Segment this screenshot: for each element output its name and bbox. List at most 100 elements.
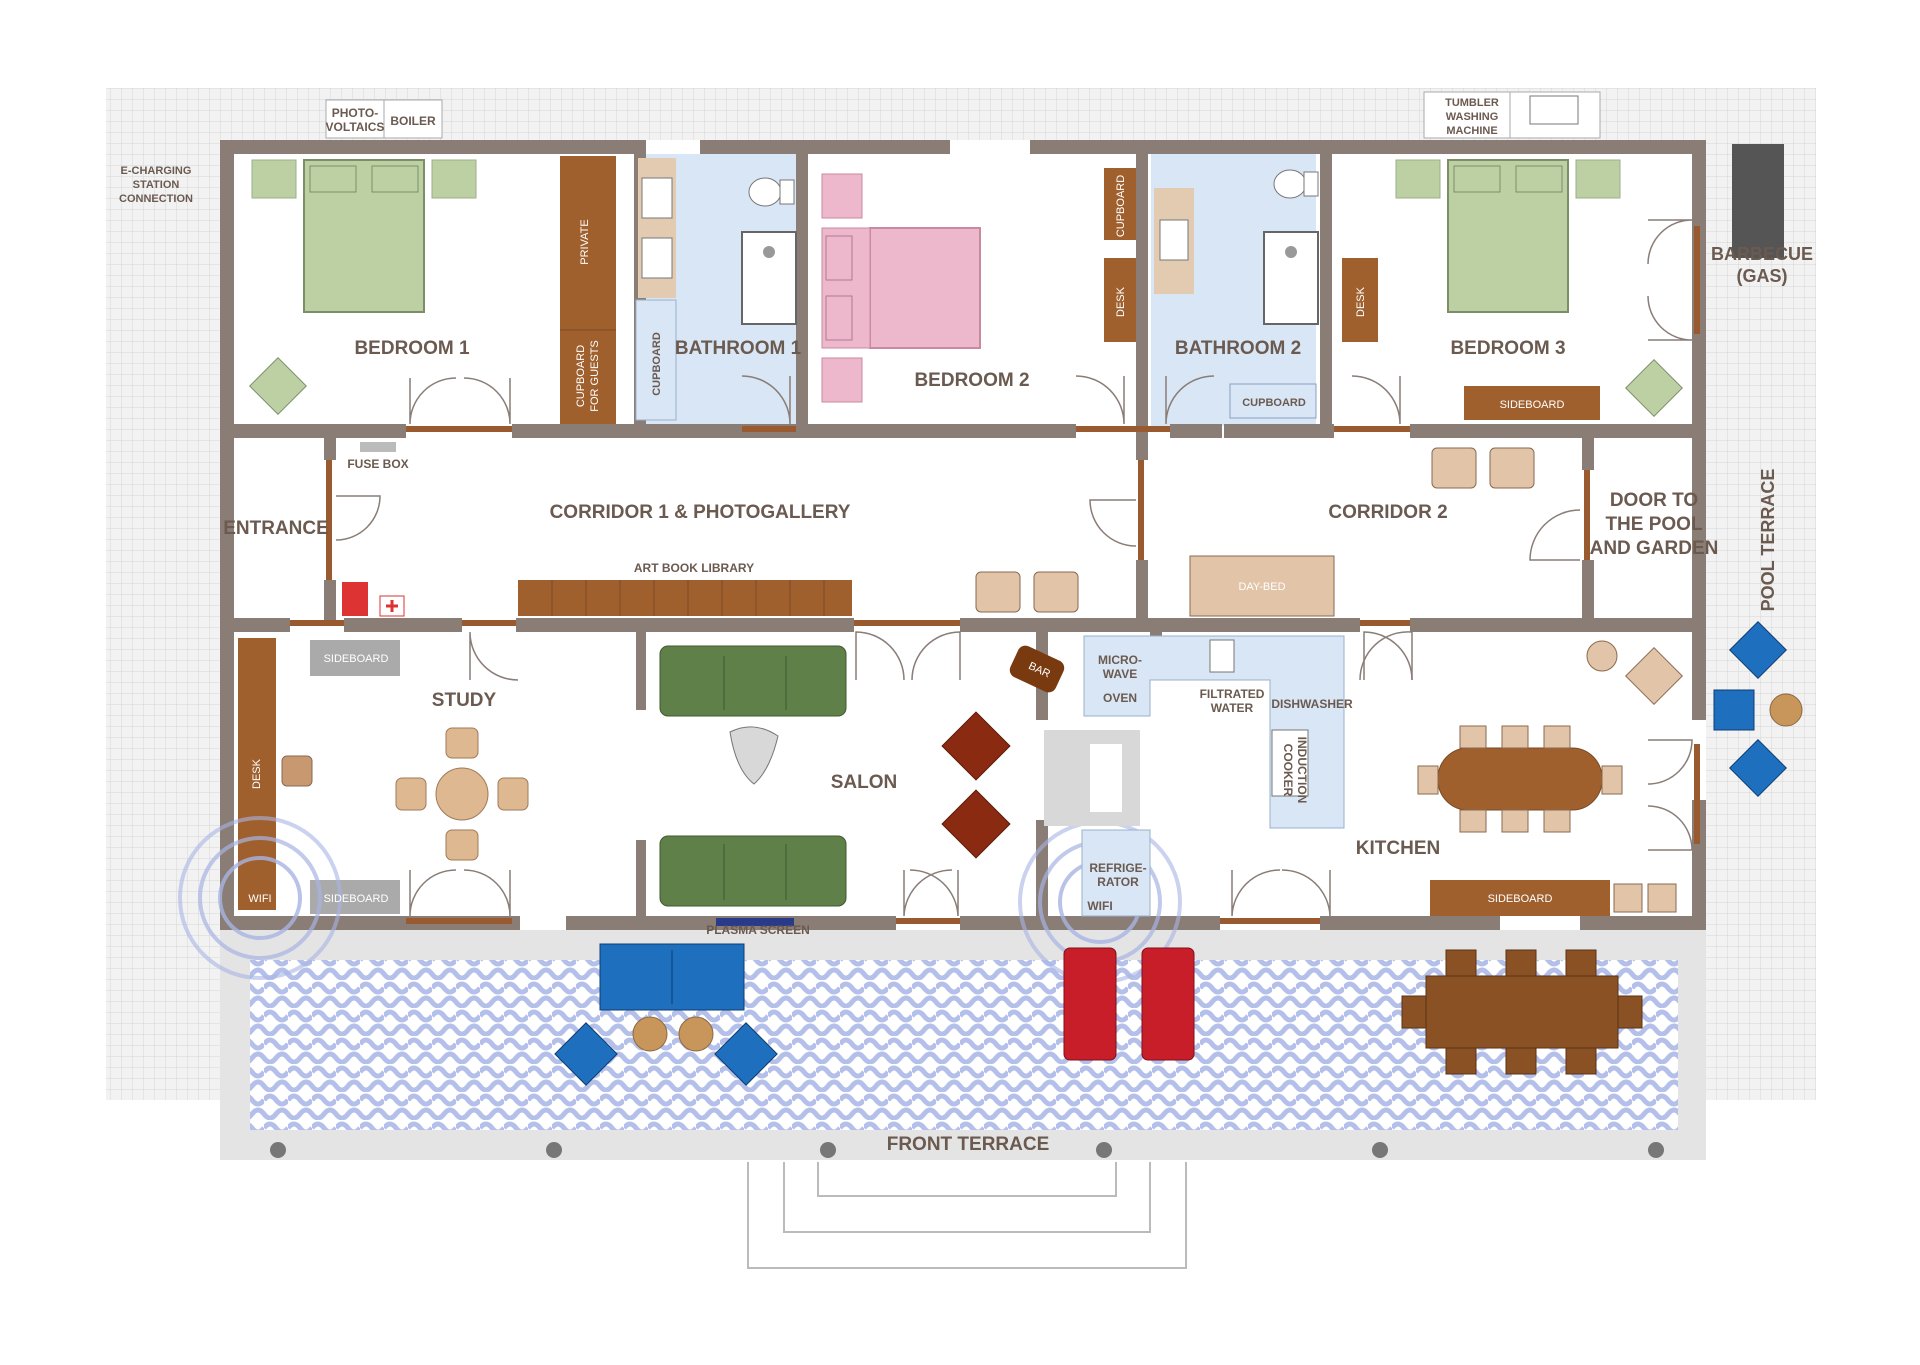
fuse-box-label: FUSE BOX <box>347 457 408 471</box>
sofa <box>659 835 847 907</box>
pillow <box>825 295 853 341</box>
armchair <box>1431 447 1477 489</box>
chair <box>281 755 313 787</box>
door-swings <box>335 219 1693 917</box>
study-label: STUDY <box>432 690 497 711</box>
terrace-side-table <box>678 1016 714 1052</box>
nightstand <box>821 173 863 219</box>
pillow <box>825 235 853 281</box>
pillow <box>1515 165 1563 193</box>
cupboard-guests-label: CUPBOARD <box>575 345 587 407</box>
armchair <box>1489 447 1535 489</box>
photovoltaics-label: PHOTO- <box>332 106 378 120</box>
bedroom2-desk-label: DESK <box>1115 286 1127 317</box>
front-terrace-label: FRONT TERRACE <box>887 1134 1050 1155</box>
tumbler-label: MACHINE <box>1446 125 1497 137</box>
nightstand <box>1395 159 1441 199</box>
bathroom2-cupboard-label: CUPBOARD <box>1242 397 1306 409</box>
bar-counter <box>1009 645 1065 693</box>
pillow <box>1453 165 1501 193</box>
cupboard-guests-label: FOR GUESTS <box>589 340 601 412</box>
kitchen-sink <box>1209 639 1235 673</box>
dishwasher-label: DISHWASHER <box>1271 697 1353 711</box>
refrigerator <box>1081 829 1151 917</box>
oven-label: OVEN <box>1103 691 1137 705</box>
lounger <box>1063 947 1117 1061</box>
study-sideboard-label: SIDEBOARD <box>324 893 389 905</box>
corridor1-label: CORRIDOR 1 & PHOTOGALLERY <box>550 502 851 523</box>
bedroom2-desk <box>1104 258 1136 342</box>
photovoltaics-label: VOLTAICS <box>326 120 385 134</box>
bedroom3-sideboard <box>1464 386 1600 420</box>
day-bed <box>1189 555 1335 617</box>
corridor2-label: CORRIDOR 2 <box>1328 502 1447 523</box>
terrace-dining-table <box>1425 975 1619 1049</box>
armchair <box>249 357 307 415</box>
study-desk-label: DESK <box>251 758 263 789</box>
bathroom1-label: BATHROOM 1 <box>675 338 802 359</box>
bedroom3-sideboard-label: SIDEBOARD <box>1500 399 1565 411</box>
bathroom2-label: BATHROOM 2 <box>1175 338 1301 359</box>
toilet <box>1273 169 1307 199</box>
study-sideboard-label: SIDEBOARD <box>324 653 389 665</box>
refrigerator-label: RATOR <box>1097 875 1139 889</box>
terrace-chair <box>1713 689 1755 731</box>
sink <box>641 237 673 279</box>
bed2 <box>869 227 981 349</box>
plasma-screen <box>716 918 794 926</box>
armchair <box>1625 647 1683 705</box>
shower <box>1263 231 1319 325</box>
terrace-side-table <box>1769 693 1803 727</box>
door-pool-label: DOOR TO <box>1610 490 1698 511</box>
nightstand <box>1575 159 1621 199</box>
terrace-chair <box>1729 739 1787 797</box>
fire-extinguisher-icon <box>342 582 368 616</box>
toilet <box>748 177 782 207</box>
nightstand <box>431 159 477 199</box>
terrace-chair <box>1729 621 1787 679</box>
tumbler-box <box>1423 91 1511 139</box>
door-thresholds <box>290 226 1700 924</box>
ottoman <box>941 711 1011 781</box>
study-sideboard-top <box>310 640 400 676</box>
pool-terrace-label: POOL TERRACE <box>1758 469 1778 612</box>
refrigerator-label: REFRIGE- <box>1089 861 1146 875</box>
plasma-screen-label: PLASMA SCREEN <box>706 923 810 937</box>
induction-cooker-label: COOKER <box>1281 744 1295 797</box>
door-pool-label: AND GARDEN <box>1590 538 1719 559</box>
front-steps <box>747 1162 1187 1269</box>
day-bed-label: DAY-BED <box>1238 581 1285 593</box>
sofa <box>659 645 847 717</box>
bedroom3-desk-label: DESK <box>1355 286 1367 317</box>
kitchen-sideboard <box>1430 880 1610 916</box>
study-desk <box>238 638 276 910</box>
terrace-side-table <box>632 1016 668 1052</box>
sink <box>1159 219 1189 261</box>
pillow <box>309 165 357 193</box>
art-book-library-label: ART BOOK LIBRARY <box>634 561 754 575</box>
lounger <box>1141 947 1195 1061</box>
door-pool-label: THE POOL <box>1605 514 1703 535</box>
microwave-label: WAVE <box>1103 667 1137 681</box>
barbecue-label: (GAS) <box>1737 266 1788 286</box>
terrace-posts <box>270 1142 1664 1158</box>
salon-label: SALON <box>831 772 898 793</box>
bedroom1-label: BEDROOM 1 <box>354 338 470 359</box>
armchair <box>1625 359 1683 417</box>
echarge-label: CONNECTION <box>119 193 193 205</box>
filtered-water-label: WATER <box>1211 701 1254 715</box>
armchair <box>1033 571 1079 613</box>
armchair <box>975 571 1021 613</box>
art-book-library-shelf <box>518 580 852 616</box>
wifi-label: WIFI <box>1087 899 1112 913</box>
tumbler-label: WASHING <box>1446 111 1499 123</box>
kitchen-label: KITCHEN <box>1356 838 1440 859</box>
microwave-label: MICRO- <box>1098 653 1142 667</box>
study-sideboard-bottom <box>310 880 400 914</box>
bedroom2-cupboard-label: CUPBOARD <box>1115 175 1127 237</box>
pillow <box>371 165 419 193</box>
boiler-box <box>383 99 443 139</box>
tumbler-label: TUMBLER <box>1445 97 1499 109</box>
bedroom3-desk <box>1342 258 1378 342</box>
